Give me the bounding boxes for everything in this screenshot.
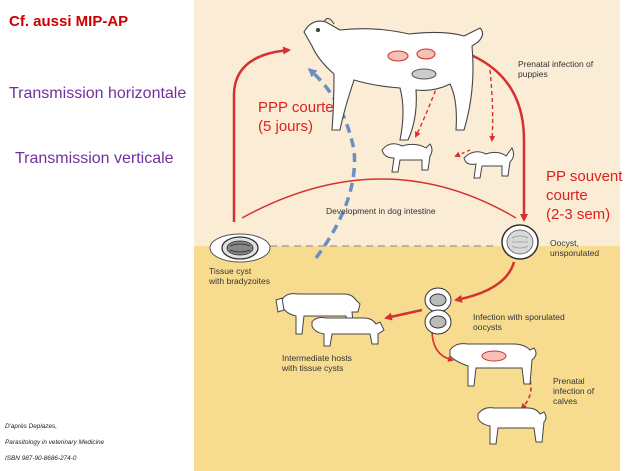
life-cycle-diagram: Prenatal infection of puppies Developmen… xyxy=(194,0,620,471)
blue-dashed-arrow xyxy=(307,68,357,260)
development-arc xyxy=(241,178,517,219)
arrow-prenatal-2 xyxy=(489,69,496,142)
tissue-cyst-illustration xyxy=(209,233,271,263)
dog-illustration xyxy=(303,17,484,141)
pp-annotation: PP souvent courte (2-3 sem) xyxy=(546,168,623,223)
label-oocyst: Oocyst, unsporulated xyxy=(550,238,600,258)
arrow-prenatal-3 xyxy=(415,83,439,138)
label-infection-sporulated: Infection with sporulated oocysts xyxy=(473,312,565,332)
sporulated-oocysts-illustration xyxy=(424,287,452,335)
label-development-intestine: Development in dog intestine xyxy=(326,206,436,216)
arrow-sporulated-to-intermediate xyxy=(384,308,423,321)
arrow-dog-to-oocyst xyxy=(463,50,528,222)
label-prenatal-puppies: Prenatal infection of puppies xyxy=(518,59,594,79)
label-prenatal-calves: Prenatal infection of calves xyxy=(553,376,595,406)
calf-illustration xyxy=(477,407,547,445)
source-citation: D'après Deplazes, Parasitology in veteri… xyxy=(5,423,105,462)
transmission-vertical-label: Transmission verticale xyxy=(15,150,174,167)
transmission-horizontal-label: Transmission horizontale xyxy=(9,85,187,102)
puppy-left-illustration xyxy=(381,143,433,173)
diagram-artwork xyxy=(194,0,620,471)
arrow-tissue-cyst-to-dog xyxy=(232,46,291,222)
arrow-oocyst-to-sporulated xyxy=(454,261,516,303)
intermediate-hosts-illustration xyxy=(275,293,385,347)
label-tissue-cyst: Tissue cyst with bradyzoites xyxy=(209,266,270,286)
puppy-right-illustration xyxy=(463,147,515,179)
oocyst-illustration xyxy=(501,224,539,260)
arrow-sporulated-to-cow xyxy=(431,329,454,362)
lower-background xyxy=(194,246,620,471)
arrow-prenatal-4 xyxy=(454,149,471,158)
pregnant-cow-illustration xyxy=(449,343,537,387)
ppp-annotation: PPP courte (5 jours) xyxy=(258,99,334,135)
label-intermediate-hosts: Intermediate hosts with tissue cysts xyxy=(282,353,352,373)
slide-title: Cf. aussi MIP-AP xyxy=(9,13,129,30)
